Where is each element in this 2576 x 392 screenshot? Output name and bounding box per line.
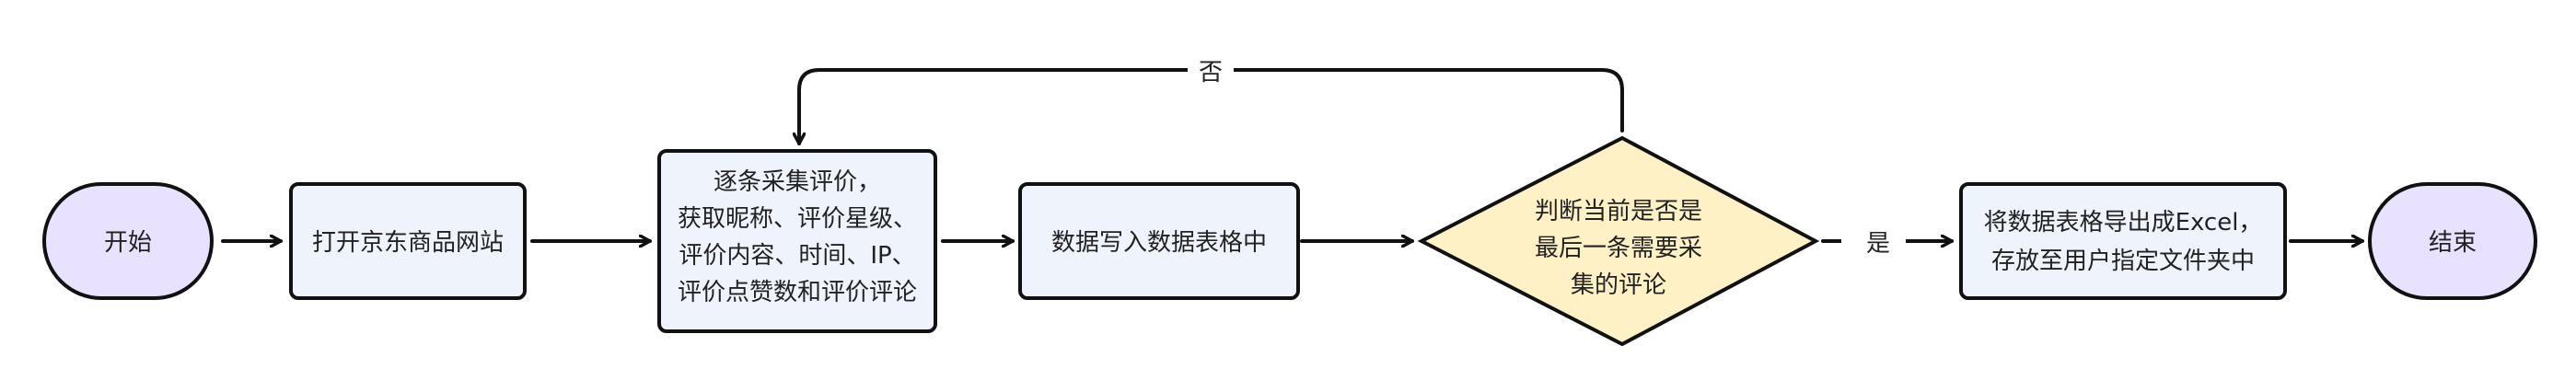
collect-line-2: 获取昵称、评价星级、 — [678, 205, 917, 233]
decision-line-2: 最后一条需要采 — [1535, 235, 1702, 262]
edge-label-yes: 是 — [1866, 230, 1890, 258]
decision-line-3: 集的评论 — [1571, 271, 1666, 299]
collect-line-4: 评价点赞数和评价评论 — [678, 279, 917, 306]
node-open-site: 打开京东商品网站 — [289, 182, 527, 300]
end-terminal-shape — [2368, 182, 2537, 300]
export-line-1: 将数据表格导出成Excel， — [1984, 209, 2263, 236]
yes-label-background — [1841, 225, 1906, 258]
no-label-background — [1188, 53, 1234, 86]
node-export: 将数据表格导出成Excel， 存放至用户指定文件夹中 — [1959, 182, 2287, 300]
node-end: 结束 — [2368, 182, 2537, 300]
open-site-label: 打开京东商品网站 — [312, 229, 504, 257]
node-start: 开始 — [42, 182, 214, 300]
write-process-shape — [1018, 182, 1300, 300]
decision-diamond-shape — [1417, 135, 1820, 347]
decision-line-1: 判断当前是否是 — [1535, 198, 1702, 225]
start-terminal-shape — [42, 182, 214, 300]
node-write: 数据写入数据表格中 — [1018, 182, 1300, 300]
collect-line-1: 逐条采集评价， — [714, 168, 881, 196]
start-label: 开始 — [104, 229, 152, 257]
end-label: 结束 — [2429, 229, 2477, 257]
export-process-shape — [1959, 182, 2287, 300]
node-decision: 判断当前是否是 最后一条需要采 集的评论 — [1417, 135, 1820, 347]
node-collect: 逐条采集评价， 获取昵称、评价星级、 评价内容、时间、IP、 评价点赞数和评价评… — [657, 149, 937, 333]
collect-process-shape — [657, 149, 937, 333]
open-site-process-shape — [289, 182, 527, 300]
export-line-2: 存放至用户指定文件夹中 — [1991, 248, 2255, 275]
collect-line-3: 评价内容、时间、IP、 — [679, 242, 915, 270]
write-label: 数据写入数据表格中 — [1051, 229, 1267, 257]
edge-label-no: 否 — [1199, 59, 1223, 86]
